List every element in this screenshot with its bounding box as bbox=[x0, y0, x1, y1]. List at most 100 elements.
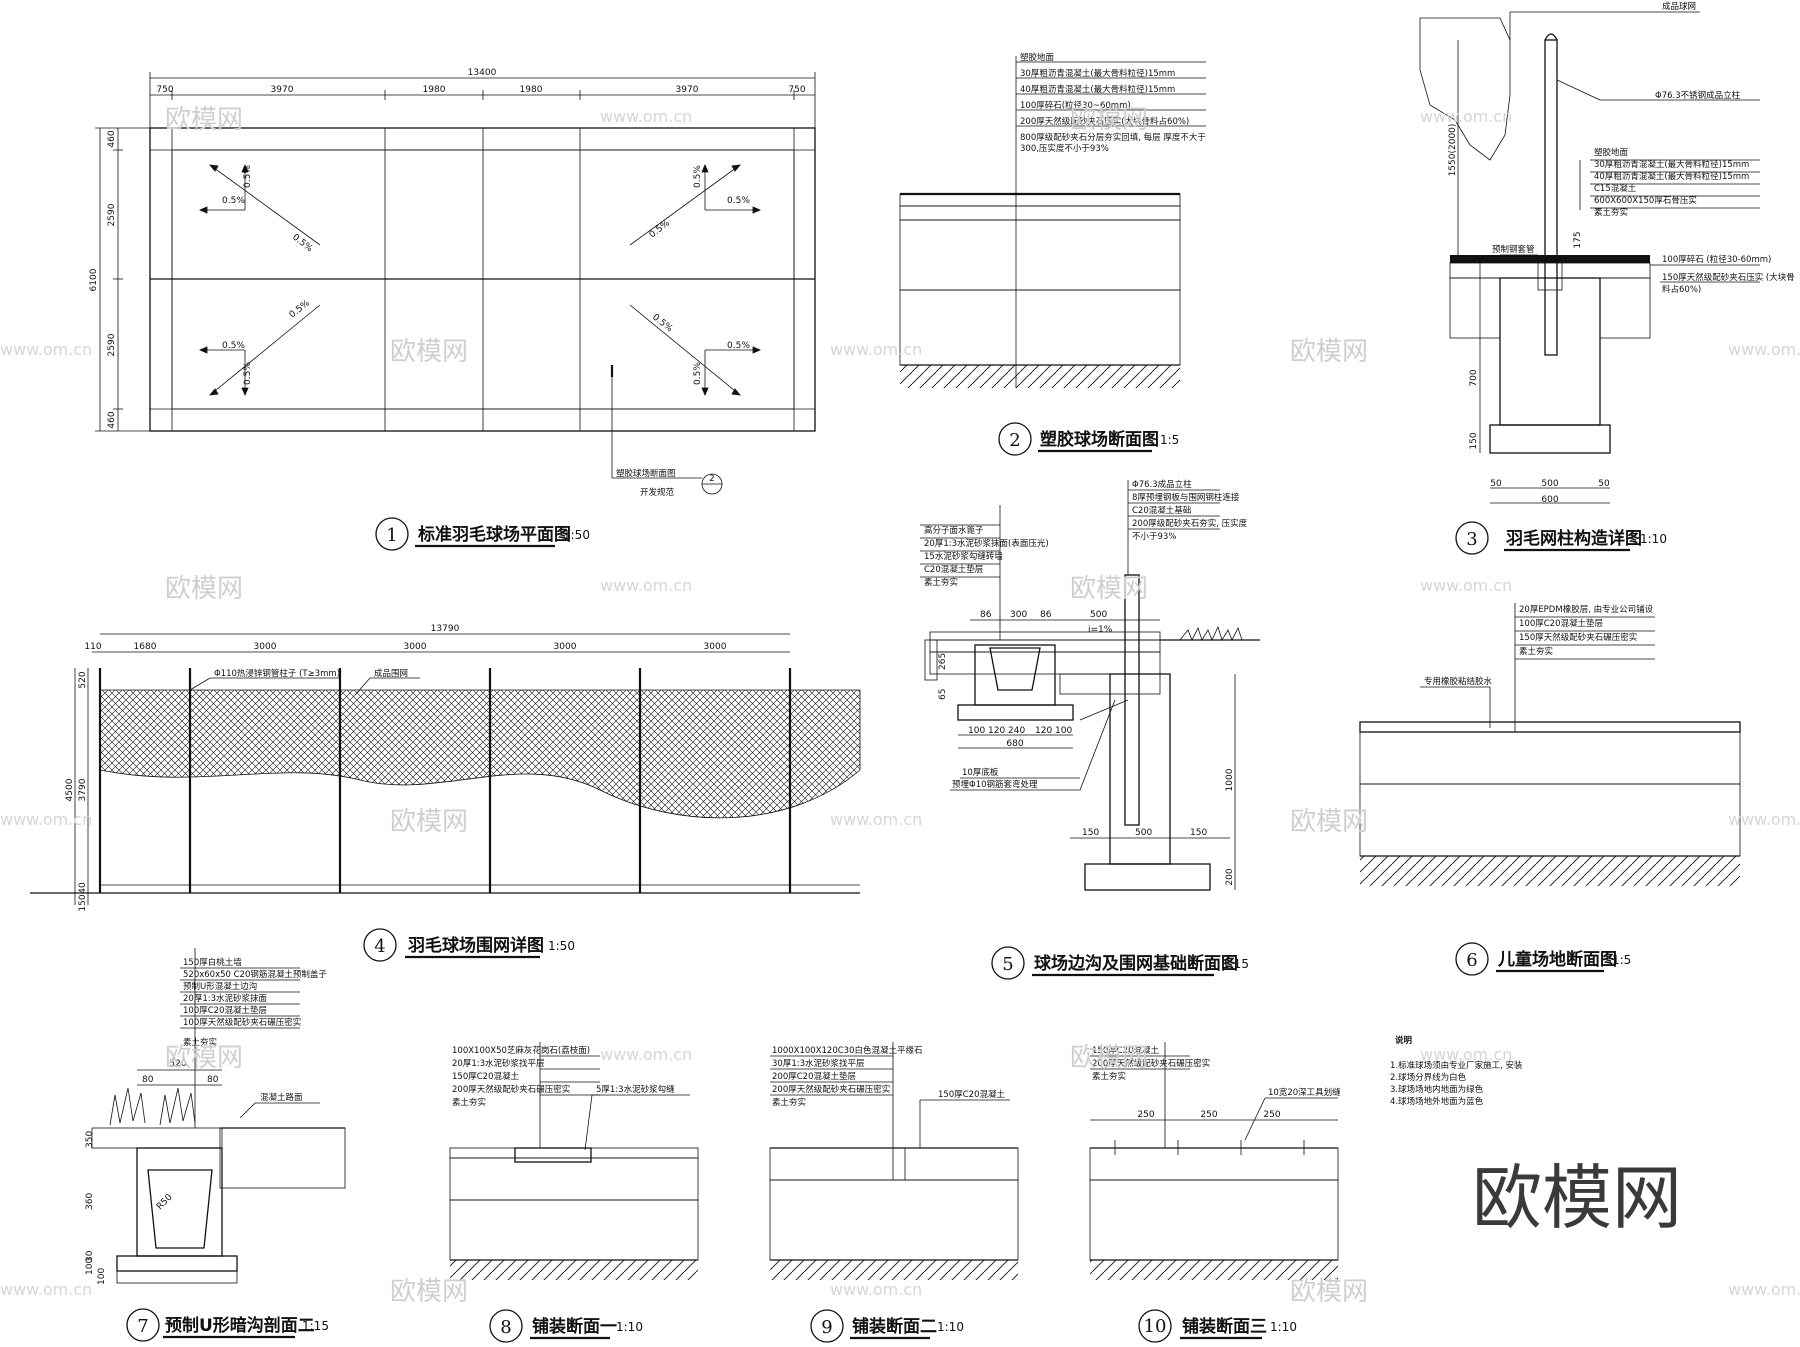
view-title-text: 铺装断面三 bbox=[1182, 1316, 1267, 1337]
view-5-ditch-fence-foundation: 高分子面水篦子 20厚1:3水泥砂浆抹面(表面压光) 15水泥砂浆勾缝砖墙 C2… bbox=[920, 479, 1260, 891]
slope-label: 0.5% bbox=[288, 298, 313, 320]
watermark: 欧模网 bbox=[390, 1277, 468, 1307]
watermark: 欧模网 bbox=[165, 105, 243, 135]
ditch-dim: 500 bbox=[1090, 610, 1107, 620]
ditch-label: 高分子面水篦子 bbox=[924, 525, 984, 536]
general-notes: 说明 1.标准球场须由专业厂家施工, 安装 2.球场分界线为白色 3.球场场地内… bbox=[1390, 1035, 1523, 1107]
post-dim: 700 bbox=[1469, 369, 1479, 386]
u-ditch-dim: 30 bbox=[85, 1250, 95, 1262]
view-title-text: 标准羽毛球场平面图 bbox=[418, 524, 571, 545]
paving3-label: 10宽20深工具划缝 bbox=[1268, 1087, 1341, 1098]
view-number: 6 bbox=[1466, 950, 1477, 971]
post-layer: 塑胶地面 bbox=[1594, 147, 1629, 158]
paving1-layer: 200厚天然级配砂夹石碾压密实 bbox=[452, 1084, 570, 1095]
watermark: www.om.cn bbox=[830, 1280, 922, 1299]
plan-dim: 1980 bbox=[423, 85, 446, 95]
paving3-dim: 250 bbox=[1137, 1110, 1154, 1120]
paving2-layer: 素土夯实 bbox=[772, 1097, 806, 1108]
plan-left-dim: 2590 bbox=[107, 333, 117, 356]
plan-overall-dim: 13400 bbox=[468, 68, 497, 78]
watermark: www.om.cn bbox=[0, 1280, 92, 1299]
watermark: 欧模网 bbox=[390, 807, 468, 837]
post-layer: 30厚粗沥青混凝土(最大骨料粒径)15mm bbox=[1594, 159, 1749, 170]
view-titles: 1 标准羽毛球场平面图 1:50 2 塑胶球场断面图 1:5 3 羽毛网柱构造详… bbox=[126, 422, 1667, 1343]
watermark: 欧模网 bbox=[390, 337, 468, 367]
post-dim: 500 bbox=[1541, 479, 1558, 489]
notes-title: 说明 bbox=[1395, 1035, 1413, 1046]
view-title-5: 5 球场边沟及围网基础断面图 1:15 bbox=[991, 946, 1249, 980]
watermark: www.om.cn bbox=[1420, 1045, 1512, 1064]
watermark: www.om.cn bbox=[830, 810, 922, 829]
paving3-layer: 200厚天然级配砂夹石碾压密实 bbox=[1092, 1058, 1210, 1069]
paving3-dim: 250 bbox=[1200, 1110, 1217, 1120]
slope-label: 0.5% bbox=[648, 218, 673, 240]
plan-dim: 1980 bbox=[520, 85, 543, 95]
view-number: 4 bbox=[374, 936, 385, 957]
child-layer: 素土夯实 bbox=[1519, 646, 1553, 657]
u-ditch-dim: 80 bbox=[142, 1075, 154, 1085]
view-1-badminton-court-plan: 13400 750 3970 1980 1980 3970 750 6100 4… bbox=[89, 68, 816, 498]
post-dim: 175 bbox=[1573, 231, 1583, 248]
view-4-fence-elevation: 13790 110 1680 3000 3000 3000 3000 4500 … bbox=[30, 624, 861, 912]
paving1-label: 5厚1:3水泥砂浆勾缝 bbox=[596, 1084, 675, 1095]
view-number: 10 bbox=[1144, 1316, 1167, 1337]
u-ditch-dim: 350 bbox=[85, 1131, 95, 1148]
view-scale: 1:10 bbox=[1640, 532, 1667, 546]
post-label: Φ76.3不锈钢成品立柱 bbox=[1655, 90, 1741, 101]
fence-dim: 40 bbox=[78, 882, 88, 894]
child-label: 专用橡胶粘结胶水 bbox=[1424, 676, 1493, 687]
paving2-layer: 200厚天然级配砂夹石碾压密实 bbox=[772, 1084, 890, 1095]
watermark: 欧模网 bbox=[1290, 807, 1368, 837]
fence-dim: 3000 bbox=[404, 642, 427, 652]
view-title-text: 塑胶球场断面图 bbox=[1040, 429, 1159, 450]
plant-symbol bbox=[109, 1087, 196, 1126]
ditch-dim: 680 bbox=[1006, 739, 1023, 749]
view-title-text: 球场边沟及围网基础断面图 bbox=[1034, 953, 1238, 974]
watermark: 欧模网 bbox=[165, 574, 243, 604]
foundation-dim: 150 bbox=[1082, 828, 1099, 838]
paving3-dim: 250 bbox=[1263, 1110, 1280, 1120]
view-8-paving-section-1: 100X100X50芝麻灰花岗石(荔枝面) 20厚1:3水泥砂浆找平层 150厚… bbox=[449, 1042, 699, 1280]
view-number: 2 bbox=[1009, 430, 1020, 451]
slope-label: 0.5% bbox=[290, 232, 315, 254]
view-title-6: 6 儿童场地断面图 1:5 bbox=[1455, 942, 1631, 976]
view-scale: 1:5 bbox=[1612, 953, 1631, 967]
layer-label: 200厚天然级配砂夹石压实(大块骨料占60%) bbox=[1020, 116, 1189, 127]
u-ditch-layer: 100厚C20混凝土垫层 bbox=[183, 1005, 267, 1016]
post-footing bbox=[1499, 277, 1601, 426]
u-ditch-layer: 100厚天然级配砂夹石碾压密实 bbox=[183, 1017, 301, 1028]
post-layer: 素土夯实 bbox=[1594, 207, 1628, 218]
ditch-dim: 86 bbox=[980, 610, 992, 620]
fence-dim: 1680 bbox=[134, 642, 157, 652]
slope-label: 0.5% bbox=[243, 362, 253, 385]
foundation-label: 预埋Φ10钢筋套弯处理 bbox=[952, 779, 1038, 790]
view-number: 5 bbox=[1002, 954, 1013, 975]
plan-left-dim: 2590 bbox=[107, 203, 117, 226]
watermark: www.om.cn bbox=[600, 107, 692, 126]
view-scale: 1:15 bbox=[302, 1319, 329, 1333]
brand-logo: 欧模网 bbox=[1472, 1157, 1682, 1239]
slope-label: 0.5% bbox=[222, 196, 245, 206]
ditch-dim: 100 bbox=[1055, 726, 1072, 736]
u-ditch-dim: R50 bbox=[155, 1192, 175, 1212]
view-title-3: 3 羽毛网柱构造详图 1:10 bbox=[1455, 521, 1667, 555]
u-ditch-dim: 100 bbox=[85, 1258, 95, 1275]
paving2-layer: 200厚C20混凝土垫层 bbox=[772, 1071, 856, 1082]
watermark: www.om.cn bbox=[830, 340, 922, 359]
ditch-dim: 100 bbox=[968, 726, 985, 736]
view-scale: 1:10 bbox=[937, 1320, 964, 1334]
notes-item: 1.标准球场须由专业厂家施工, 安装 bbox=[1390, 1060, 1523, 1071]
paving1-layer: 100X100X50芝麻灰花岗石(荔枝面) bbox=[452, 1045, 590, 1056]
post-dim: 600 bbox=[1541, 495, 1558, 505]
view-scale: 1:50 bbox=[563, 528, 590, 542]
plan-dim: 3970 bbox=[271, 85, 294, 95]
layer-label: 塑胶地面 bbox=[1020, 52, 1055, 63]
section-ref-label: 开发规范 bbox=[640, 487, 675, 498]
fence-post bbox=[1124, 574, 1140, 826]
paving2-label: 150厚C20混凝土 bbox=[938, 1089, 1005, 1100]
ditch-label: C20混凝土垫层 bbox=[924, 564, 983, 575]
view-title-text: 羽毛球场围网详图 bbox=[408, 935, 544, 956]
layer-label: 100厚碎石(粒径30~60mm) bbox=[1020, 100, 1131, 111]
fence-dim: 3000 bbox=[554, 642, 577, 652]
